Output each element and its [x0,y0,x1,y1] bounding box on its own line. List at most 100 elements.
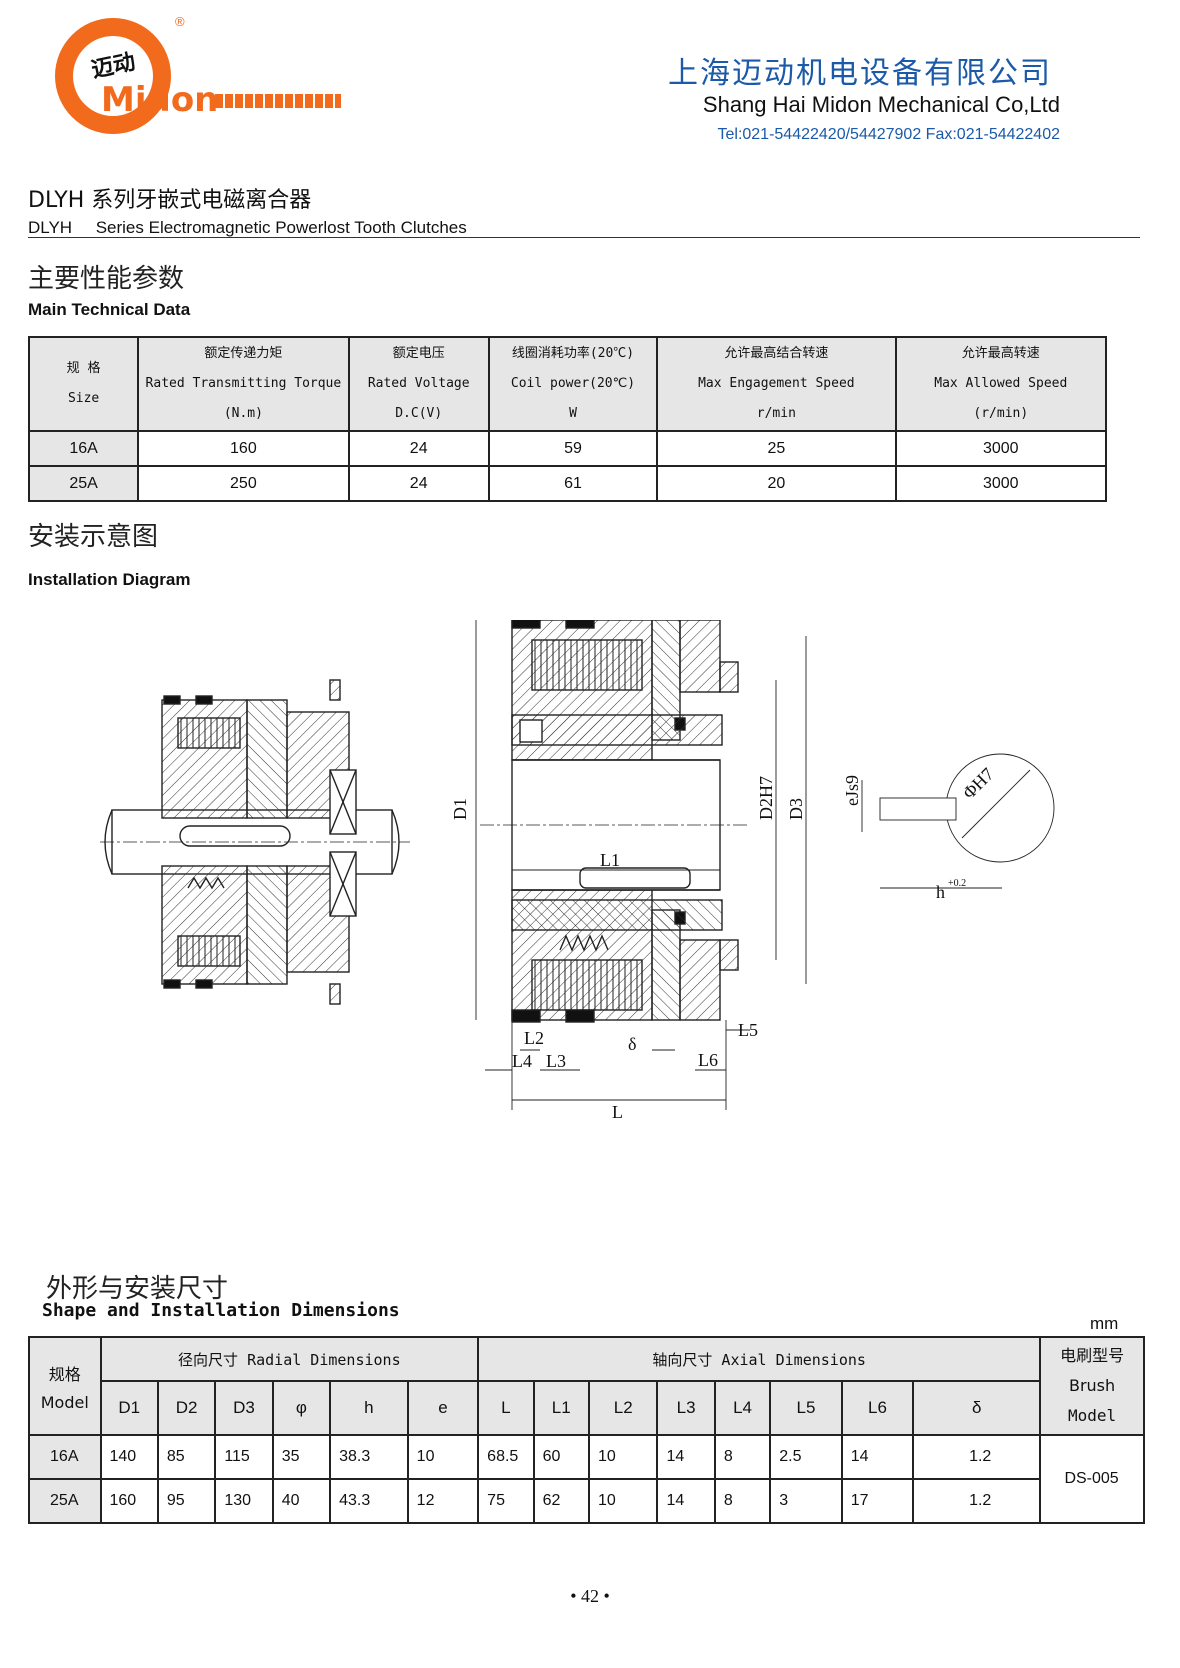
table-cell: 40 [271,1478,332,1524]
page-number: • 42 • [570,1586,610,1606]
column-header: e [406,1380,480,1436]
column-header: D1 [99,1380,159,1436]
table-row: 16A 160 24 59 25 3000 [27,430,1108,467]
install-title-en: Installation Diagram [28,570,191,589]
series-divider [28,237,1140,238]
column-header: D3 [214,1380,274,1436]
table-cell: 25A [27,465,140,502]
column-header: D2 [156,1380,217,1436]
label-h: h [936,882,945,902]
logo-english-text: Midon [101,80,219,120]
dims-header-axial: 轴向尺寸 Axial Dimensions [477,1336,1042,1382]
label-e: eJs9 [842,775,862,806]
table-cell: 17 [840,1478,915,1524]
column-header: L1 [532,1380,590,1436]
table-cell: 60 [532,1434,590,1480]
label-l3: L3 [546,1051,566,1071]
label-l1: L1 [600,850,620,870]
table-cell: 250 [137,465,350,502]
table-cell: 95 [156,1478,217,1524]
column-header: h [329,1380,409,1436]
installation-diagram: D1 D2H7 D3 L1 L L2 L3 L4 L5 L6 δ eJs9 ΦH… [100,620,1055,1122]
logo-ring-icon [55,18,171,134]
table-cell: 130 [214,1478,274,1524]
table-cell: 62 [532,1478,590,1524]
column-header: L2 [587,1380,659,1436]
table-cell: 16A [28,1434,102,1480]
column-header: φ [271,1380,332,1436]
tech-header-power: 线圈消耗功率(20℃)Coil power(20℃)W [487,336,659,432]
label-l6: L6 [698,1050,718,1070]
dims-header-radial: 径向尺寸 Radial Dimensions [99,1336,480,1382]
table-cell: 85 [156,1434,217,1480]
label-l: L [612,1102,623,1122]
small-assembly-view [104,679,400,1005]
series-title-en: DLYH Series Electromagnetic Powerlost To… [28,218,467,237]
table-cell: 24 [347,465,490,502]
table-cell: 2.5 [769,1434,843,1480]
table-cell: 24 [347,430,490,467]
company-name-en: Shang Hai Midon Mechanical Co,Ltd [702,92,1060,117]
table-cell: 25 [656,430,897,467]
table-cell: 3000 [894,465,1108,502]
dims-column-row: D1 D2 D3 φ h e L L1 L2 L3 L4 L5 L6 δ [29,1380,1144,1436]
table-cell: 1.2 [912,1478,1042,1524]
tech-title-cn: 主要性能参数 [28,264,185,294]
label-phi: ΦH7 [959,764,998,803]
table-cell: 10 [587,1434,659,1480]
table-cell: 61 [487,465,659,502]
label-l4: L4 [512,1051,532,1071]
table-row: 25A 160 95 130 40 43.3 12 75 62 10 14 8 … [28,1478,1144,1524]
table-cell: 38.3 [329,1434,409,1480]
table-cell: 115 [214,1434,274,1480]
table-cell: 59 [487,430,659,467]
label-d2: D2H7 [756,776,776,820]
label-h-tol: +0.2 [948,878,966,889]
column-header: L6 [840,1380,915,1436]
table-cell: 14 [656,1434,716,1480]
column-header: L3 [656,1380,716,1436]
table-cell: 3000 [894,430,1108,467]
table-cell: 8 [713,1478,772,1524]
table-cell: 12 [406,1478,480,1524]
column-header: L [477,1380,535,1436]
table-row: 25A 250 24 61 20 3000 [27,465,1108,502]
table-cell: 140 [99,1434,159,1480]
column-header: δ [912,1380,1042,1436]
table-cell: 3 [769,1478,843,1524]
label-delta: δ [628,1034,636,1054]
section-view [511,620,739,1023]
label-d1: D1 [450,798,470,820]
logo-stripes-icon [215,94,341,108]
label-l5: L5 [738,1020,758,1040]
table-cell: 1.2 [912,1434,1042,1480]
midon-logo: 迈动 Midon ® [55,14,355,138]
install-title-cn: 安装示意图 [28,522,159,552]
table-cell: 25A [28,1478,102,1524]
label-l2: L2 [524,1028,544,1048]
column-header: L4 [713,1380,772,1436]
company-name-cn: 上海迈动机电设备有限公司 [668,56,1052,91]
table-row: 16A 140 85 115 35 38.3 10 68.5 60 10 14 … [28,1434,1145,1524]
column-header: L5 [769,1380,843,1436]
table-cell: 43.3 [329,1478,409,1524]
table-cell: 10 [587,1478,659,1524]
brush-model-cell: DS-005 [1039,1434,1145,1524]
dimension-lines [475,620,1055,1110]
series-title-cn: DLYH 系列牙嵌式电磁离合器 [28,188,312,213]
table-cell: 14 [656,1478,716,1524]
dims-title-cn: 外形与安装尺寸 [46,1274,229,1304]
registered-mark: ® [175,14,185,29]
table-cell: 10 [406,1434,480,1480]
